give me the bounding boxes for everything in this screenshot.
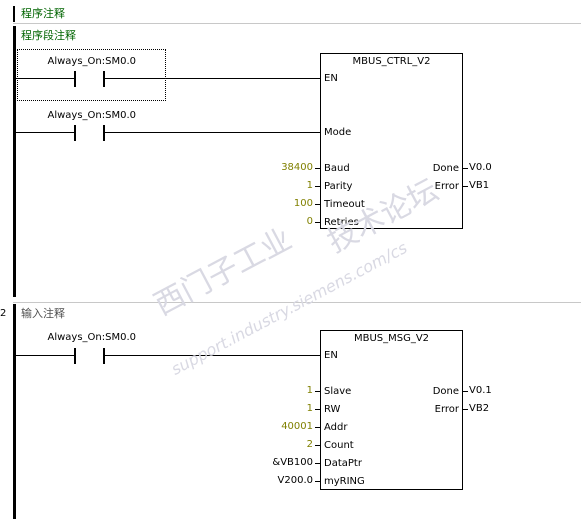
block-title: MBUS_MSG_V2 <box>353 333 430 344</box>
block-title: MBUS_CTRL_V2 <box>352 56 431 67</box>
timeout-value[interactable]: 100 <box>293 198 313 209</box>
contact-3-right[interactable] <box>103 348 105 364</box>
network-2-comment[interactable]: 输入注释 <box>21 307 65 320</box>
contact-1-left[interactable] <box>74 71 76 87</box>
pin-addr: Addr <box>324 422 348 433</box>
rw-value[interactable]: 1 <box>306 403 313 414</box>
error-value[interactable]: VB1 <box>469 180 490 191</box>
pin-error: Error <box>434 404 459 415</box>
contact-2-left[interactable] <box>74 125 76 141</box>
done-value[interactable]: V0.0 <box>469 162 492 173</box>
slave-value[interactable]: 1 <box>306 385 313 396</box>
watermark-cn: 西门子工业 <box>148 221 298 323</box>
network-2-divider <box>13 302 581 303</box>
pin-error: Error <box>434 181 459 192</box>
program-comment-divider <box>13 23 581 24</box>
pin-done: Done <box>432 386 459 397</box>
retries-value[interactable]: 0 <box>306 216 313 227</box>
contact-3-label: Always_On:SM0.0 <box>47 332 136 343</box>
pin-en: EN <box>324 73 338 84</box>
pin-myring: myRING <box>324 476 365 487</box>
program-comment[interactable]: 程序注释 <box>21 7 65 20</box>
baud-value[interactable]: 38400 <box>281 162 313 173</box>
pin-dataptr: DataPtr <box>324 458 362 469</box>
pin-timeout: Timeout <box>324 199 365 210</box>
program-comment-marker <box>13 6 15 22</box>
contact-1-right[interactable] <box>103 71 105 87</box>
selection-box <box>17 49 166 101</box>
pin-parity: Parity <box>324 181 353 192</box>
done-value[interactable]: V0.1 <box>469 385 492 396</box>
contact-2-label: Always_On:SM0.0 <box>47 110 136 121</box>
pin-done: Done <box>432 163 459 174</box>
pin-count: Count <box>324 440 354 451</box>
pin-mode: Mode <box>324 127 352 138</box>
network-2-number: 2 <box>0 308 7 319</box>
addr-value[interactable]: 40001 <box>281 421 313 432</box>
power-rail-2 <box>13 304 16 519</box>
network-1-comment[interactable]: 程序段注释 <box>21 29 76 42</box>
contact-2-right[interactable] <box>103 125 105 141</box>
pin-retries: Retries <box>324 217 359 228</box>
mbus-msg-block[interactable]: MBUS_MSG_V2 EN Slave RW Addr Count DataP… <box>320 330 463 490</box>
dataptr-value[interactable]: &VB100 <box>272 457 313 468</box>
contact-1-label: Always_On:SM0.0 <box>47 56 136 67</box>
pin-slave: Slave <box>324 386 352 397</box>
myring-value[interactable]: V200.0 <box>277 475 313 486</box>
pin-baud: Baud <box>324 163 350 174</box>
count-value[interactable]: 2 <box>306 439 313 450</box>
contact-3-left[interactable] <box>74 348 76 364</box>
mbus-ctrl-block[interactable]: MBUS_CTRL_V2 EN Mode Baud Parity Timeout… <box>320 53 463 229</box>
parity-value[interactable]: 1 <box>306 180 313 191</box>
error-value[interactable]: VB2 <box>469 403 490 414</box>
power-rail-1 <box>13 26 16 297</box>
pin-rw: RW <box>324 404 341 415</box>
pin-en: EN <box>324 350 338 361</box>
